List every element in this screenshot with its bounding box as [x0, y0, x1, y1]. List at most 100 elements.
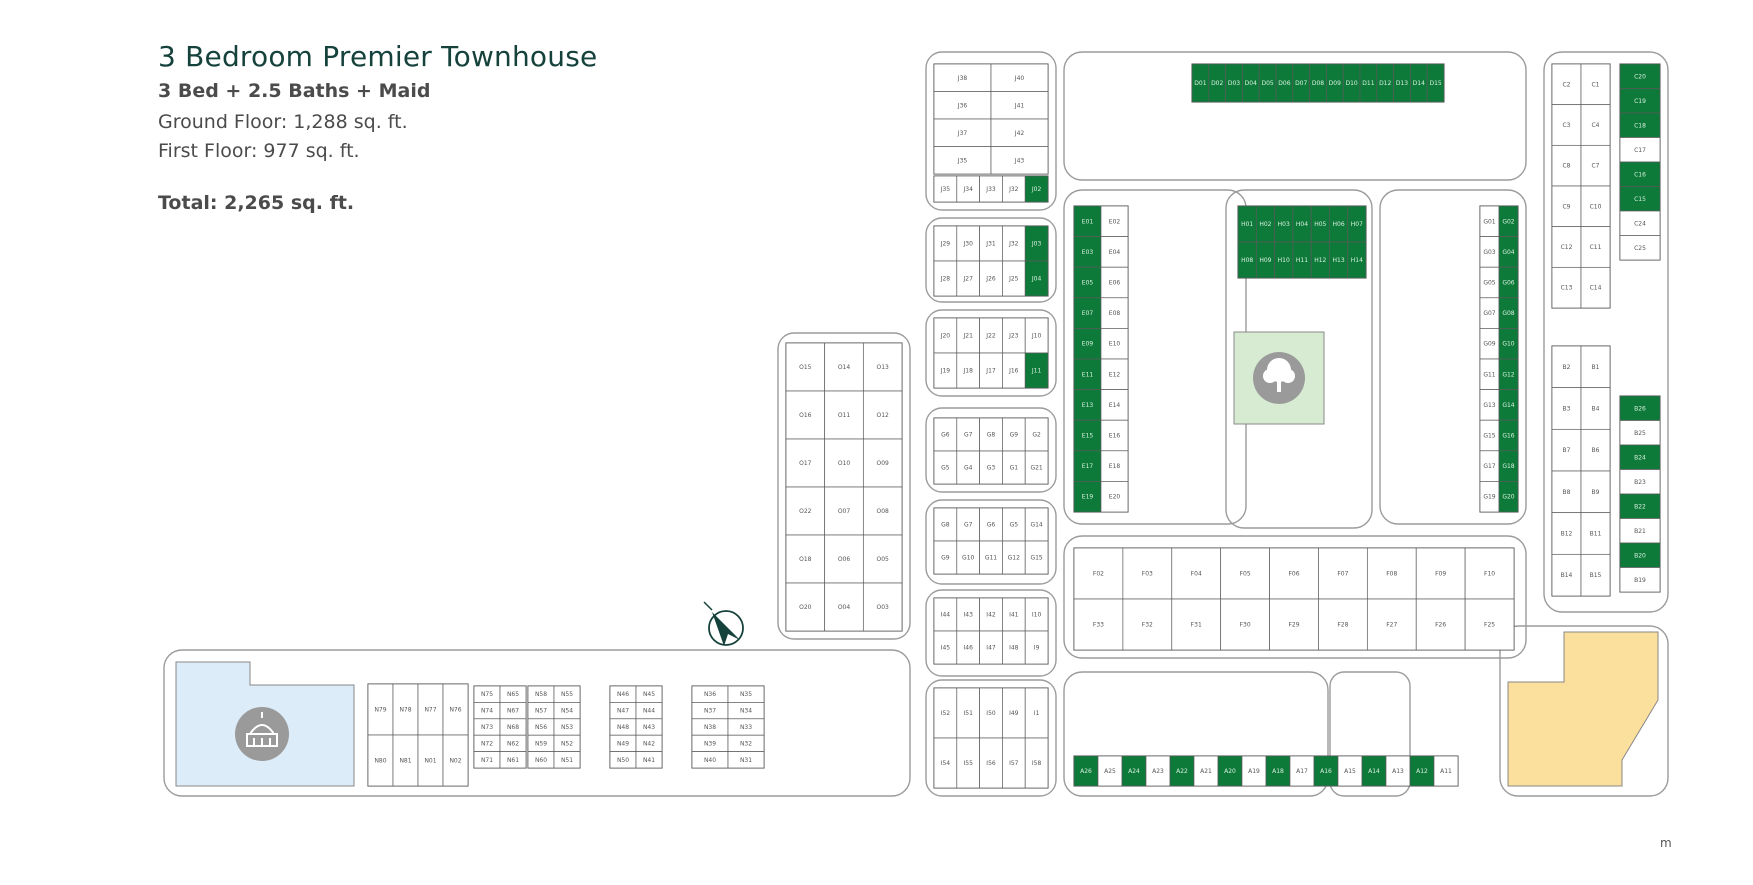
plot-o04[interactable]: [824, 582, 864, 632]
plot-j35[interactable]: [933, 146, 992, 175]
plot-i58[interactable]: [1024, 737, 1049, 789]
plot-f31[interactable]: [1171, 598, 1222, 651]
plot-b26[interactable]: [1619, 395, 1661, 421]
plot-b22[interactable]: [1619, 493, 1661, 519]
plot-j41[interactable]: [990, 91, 1049, 120]
plot-b6[interactable]: [1580, 428, 1611, 472]
plot-c19[interactable]: [1619, 88, 1661, 114]
plot-b11[interactable]: [1580, 512, 1611, 555]
plot-c9[interactable]: [1551, 185, 1582, 228]
plot-f09[interactable]: [1415, 547, 1466, 600]
plot-e04[interactable]: [1100, 236, 1129, 268]
plot-n61[interactable]: [499, 751, 527, 769]
plot-a11[interactable]: [1433, 755, 1459, 787]
plot-o12[interactable]: [862, 390, 903, 440]
plot-f10[interactable]: [1464, 547, 1515, 600]
plot-b9[interactable]: [1580, 470, 1611, 514]
plot-o10[interactable]: [824, 438, 864, 488]
plot-b7[interactable]: [1551, 428, 1582, 472]
plot-f05[interactable]: [1220, 547, 1270, 600]
plot-a20[interactable]: [1217, 755, 1243, 787]
plot-e18[interactable]: [1100, 450, 1129, 482]
plot-e11[interactable]: [1073, 358, 1102, 390]
plot-j11[interactable]: [1024, 352, 1049, 389]
plot-e07[interactable]: [1073, 297, 1102, 329]
plot-o06[interactable]: [824, 534, 864, 584]
plot-n31[interactable]: [727, 751, 765, 769]
plot-f26[interactable]: [1415, 598, 1466, 651]
plot-o18[interactable]: [785, 534, 826, 584]
plot-n81[interactable]: [392, 734, 419, 787]
plot-c2[interactable]: [1551, 63, 1582, 106]
plot-e02[interactable]: [1100, 205, 1129, 237]
plot-f27[interactable]: [1366, 598, 1417, 651]
plot-f33[interactable]: [1073, 598, 1124, 651]
plot-f04[interactable]: [1171, 547, 1222, 600]
plot-a24[interactable]: [1121, 755, 1147, 787]
plot-j42[interactable]: [990, 118, 1049, 147]
plot-e20[interactable]: [1100, 481, 1129, 513]
plot-c16[interactable]: [1619, 161, 1661, 187]
plot-f07[interactable]: [1318, 547, 1368, 600]
plot-n41[interactable]: [635, 751, 663, 769]
plot-e09[interactable]: [1073, 328, 1102, 360]
plot-c11[interactable]: [1580, 226, 1611, 268]
plot-e13[interactable]: [1073, 389, 1102, 421]
plot-c25[interactable]: [1619, 235, 1661, 261]
plot-b1[interactable]: [1580, 345, 1611, 389]
plot-j36[interactable]: [933, 91, 992, 120]
plot-g20[interactable]: [1498, 481, 1519, 513]
plot-a21[interactable]: [1193, 755, 1219, 787]
plot-a12[interactable]: [1409, 755, 1435, 787]
plot-a23[interactable]: [1145, 755, 1171, 787]
plot-o11[interactable]: [824, 390, 864, 440]
plot-o03[interactable]: [862, 582, 903, 632]
plot-o05[interactable]: [862, 534, 903, 584]
plot-f25[interactable]: [1464, 598, 1515, 651]
plot-a17[interactable]: [1289, 755, 1315, 787]
plot-j43[interactable]: [990, 146, 1049, 175]
plot-j38[interactable]: [933, 63, 992, 92]
plot-f28[interactable]: [1318, 598, 1368, 651]
plot-b25[interactable]: [1619, 420, 1661, 446]
plot-n51[interactable]: [553, 751, 581, 769]
plot-b23[interactable]: [1619, 469, 1661, 495]
plot-b12[interactable]: [1551, 512, 1582, 555]
plot-f30[interactable]: [1220, 598, 1270, 651]
plot-o13[interactable]: [862, 342, 903, 392]
plot-f06[interactable]: [1269, 547, 1319, 600]
plot-j37[interactable]: [933, 118, 992, 147]
plot-c14[interactable]: [1580, 266, 1611, 309]
plot-e12[interactable]: [1100, 358, 1129, 390]
plot-c10[interactable]: [1580, 185, 1611, 228]
plot-h14[interactable]: [1347, 241, 1367, 279]
plot-c4[interactable]: [1580, 104, 1611, 146]
plot-c7[interactable]: [1580, 144, 1611, 187]
plot-n01[interactable]: [417, 734, 444, 787]
plot-o20[interactable]: [785, 582, 826, 632]
plot-c17[interactable]: [1619, 137, 1661, 163]
plot-j04[interactable]: [1024, 260, 1049, 297]
plot-j02[interactable]: [1024, 175, 1049, 203]
plot-a25[interactable]: [1097, 755, 1123, 787]
plot-c24[interactable]: [1619, 210, 1661, 236]
plot-c20[interactable]: [1619, 63, 1661, 89]
plot-e16[interactable]: [1100, 419, 1129, 452]
plot-o15[interactable]: [785, 342, 826, 392]
plot-g21[interactable]: [1024, 450, 1049, 485]
plot-n02[interactable]: [442, 734, 469, 787]
plot-a19[interactable]: [1241, 755, 1267, 787]
plot-e14[interactable]: [1100, 389, 1129, 421]
plot-n80[interactable]: [367, 734, 394, 787]
plot-e05[interactable]: [1073, 266, 1102, 299]
plot-f29[interactable]: [1269, 598, 1319, 651]
plot-g15[interactable]: [1024, 540, 1049, 575]
plot-i9[interactable]: [1024, 630, 1049, 665]
plot-n79[interactable]: [367, 683, 394, 736]
plot-e19[interactable]: [1073, 481, 1102, 513]
plot-o09[interactable]: [862, 438, 903, 488]
plot-c13[interactable]: [1551, 266, 1582, 309]
plot-b14[interactable]: [1551, 553, 1582, 597]
plot-f08[interactable]: [1366, 547, 1417, 600]
plot-b19[interactable]: [1619, 567, 1661, 593]
